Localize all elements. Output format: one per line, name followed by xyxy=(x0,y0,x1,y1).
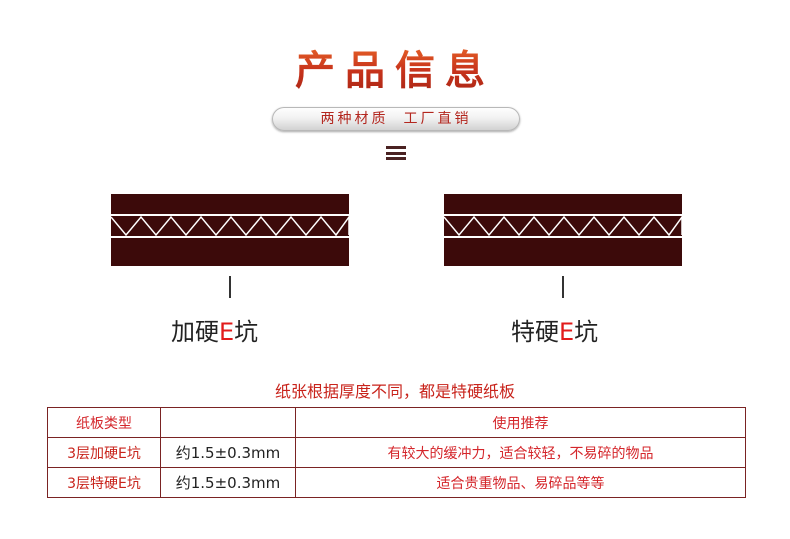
cell-type: 3层特硬E坑 xyxy=(47,467,161,498)
hamburger-menu-icon xyxy=(386,146,406,160)
page-title: 产品信息 xyxy=(0,38,790,96)
table-header-row: 纸板类型 使用推荐 xyxy=(47,407,746,438)
board-2-prefix: 特硬 xyxy=(511,318,559,346)
cell-thickness: 约1.5±0.3mm xyxy=(160,437,296,468)
board-1-marker xyxy=(229,276,231,298)
corrugated-board-diagram-1 xyxy=(111,194,349,266)
header-thickness xyxy=(160,407,296,438)
board-2-marker xyxy=(562,276,564,298)
tagline-pill: 两种材质 工厂直销 xyxy=(272,107,520,131)
table-row: 3层加硬E坑 约1.5±0.3mm 有较大的缓冲力，适合较轻，不易碎的物品 xyxy=(47,437,746,468)
cell-usage: 有较大的缓冲力，适合较轻，不易碎的物品 xyxy=(295,437,746,468)
header-usage: 使用推荐 xyxy=(295,407,746,438)
spec-table: 纸板类型 使用推荐 3层加硬E坑 约1.5±0.3mm 有较大的缓冲力，适合较轻… xyxy=(47,407,746,498)
board-1-prefix: 加硬 xyxy=(171,318,219,346)
cell-usage: 适合贵重物品、易碎品等等 xyxy=(295,467,746,498)
table-row: 3层特硬E坑 约1.5±0.3mm 适合贵重物品、易碎品等等 xyxy=(47,467,746,498)
cell-thickness: 约1.5±0.3mm xyxy=(160,467,296,498)
header-type: 纸板类型 xyxy=(47,407,161,438)
board-label-1: 加硬E坑 xyxy=(171,312,258,347)
cell-type: 3层加硬E坑 xyxy=(47,437,161,468)
board-1-suffix: 坑 xyxy=(234,318,259,346)
board-1-letter: E xyxy=(219,318,235,346)
board-2-letter: E xyxy=(559,318,575,346)
subtitle: 纸张根据厚度不同，都是特硬纸板 xyxy=(274,382,515,401)
board-2-suffix: 坑 xyxy=(574,318,599,346)
corrugated-board-diagram-2 xyxy=(444,194,682,266)
board-label-2: 特硬E坑 xyxy=(511,312,598,347)
